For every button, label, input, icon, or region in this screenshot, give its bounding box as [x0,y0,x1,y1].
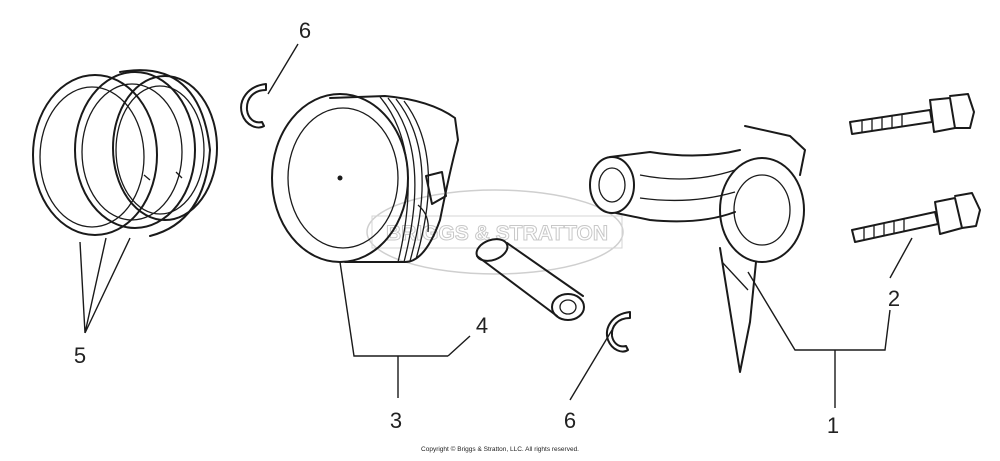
callout-4: 4 [476,313,488,338]
watermark-text: BRIGGS & STRATTON [386,222,608,245]
rod-bolt-lower[interactable] [851,192,981,243]
rod-bolt-upper[interactable] [849,93,975,135]
callout-2: 2 [888,286,900,311]
callouts: 6 5 4 3 6 1 2 [74,18,900,438]
callout-1: 1 [827,413,839,438]
callout-5: 5 [74,343,86,368]
callout-3: 3 [390,408,402,433]
copyright-notice: Copyright © Briggs & Stratton, LLC. All … [421,446,579,453]
callout-6-upper: 6 [299,18,311,43]
circlip-upper[interactable] [240,83,267,129]
leader-lines [79,43,913,408]
circlip-lower[interactable] [606,311,631,353]
piston-pin[interactable] [474,235,585,321]
callout-6-lower: 6 [564,408,576,433]
piston-rings[interactable] [32,69,218,237]
connecting-rod[interactable] [589,125,806,373]
